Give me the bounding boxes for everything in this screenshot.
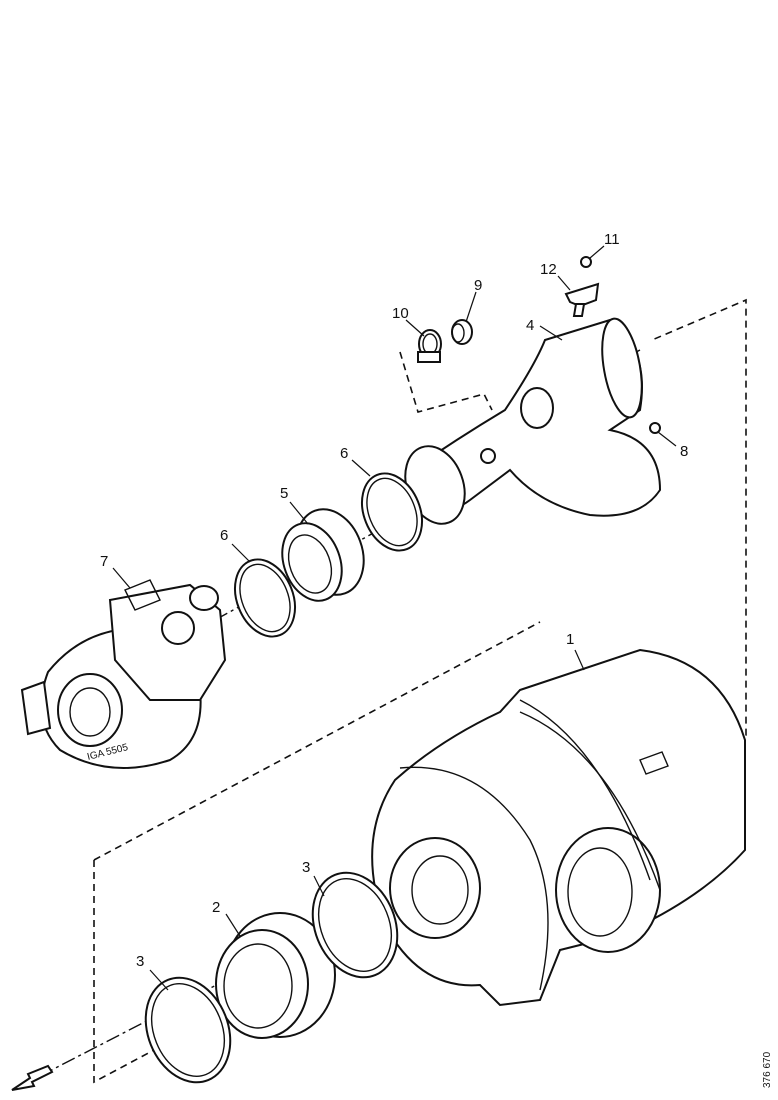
callout-9: 9 [474,277,482,294]
callout-6b: 6 [340,445,348,462]
drawing-reference-number: 376 670 [762,1051,773,1088]
air-filter-housing [371,648,746,1007]
callout-10: 10 [392,305,409,322]
bracket-part-12 [564,282,600,317]
callout-7: 7 [100,553,108,570]
rubber-sleeve-part-5 [281,508,365,602]
assembly-frame [93,298,747,1084]
leader-lines [112,245,677,991]
callout-1: 1 [566,631,574,648]
hose-clamp-part-3a [144,976,232,1084]
intake-elbow-part-4 [404,317,662,525]
cap-part-9 [451,319,473,345]
turbocharger-part-7 [20,579,227,769]
callout-3b: 3 [302,859,310,876]
callout-5: 5 [280,485,288,502]
hose-clamp-part-6b [361,472,423,552]
intake-hose-part-2 [215,912,336,1039]
direction-arrow-icon [11,1064,54,1091]
callout-4: 4 [526,317,534,334]
screw-part-11 [580,256,592,268]
callout-8: 8 [680,443,688,460]
callout-6a: 6 [220,527,228,544]
callout-11: 11 [604,231,620,248]
callout-12: 12 [540,261,557,278]
hose-clamp-part-6a [234,558,296,638]
callout-2: 2 [212,899,220,916]
hose-clamp-part-3b [311,871,399,979]
bolt-part-8 [649,422,661,434]
callout-numbers: 1 2 3 3 4 5 6 6 7 8 9 10 11 12 [100,231,688,970]
clamp-part-10 [417,329,442,363]
callout-3a: 3 [136,953,144,970]
